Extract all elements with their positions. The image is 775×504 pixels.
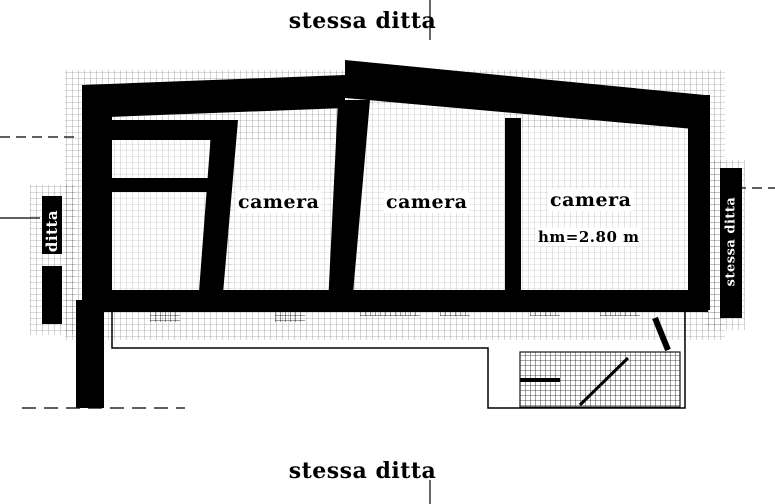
wall-top-right [345, 60, 705, 130]
partition-2 [328, 100, 370, 305]
room-4-height-note: hm=2.80 m [536, 228, 642, 246]
partition-band-2 [108, 120, 218, 140]
right-label-bar [720, 168, 742, 318]
wall-right [688, 95, 710, 310]
partition-3 [505, 118, 521, 303]
wall-left [82, 85, 112, 310]
label-bottom-neighbor: stessa ditta [288, 458, 437, 484]
room-2-label: camera [236, 191, 322, 213]
partition-band-1 [108, 178, 208, 192]
annex-outline [111, 312, 686, 409]
bottom-hatching [150, 290, 640, 322]
left-label-bars [42, 196, 62, 324]
room-4-label: camera [548, 189, 634, 211]
label-top-neighbor: stessa ditta [288, 8, 437, 34]
room-3-label: camera [384, 191, 470, 213]
label-left-neighbor: ditta [43, 209, 61, 253]
wall-left-extension [76, 300, 104, 408]
label-right-neighbor: stessa ditta [723, 196, 739, 287]
partition-1 [198, 120, 238, 305]
staircase [519, 316, 681, 408]
wall-top-left [82, 75, 345, 118]
